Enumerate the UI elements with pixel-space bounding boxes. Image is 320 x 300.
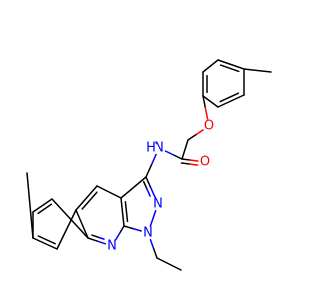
atom-label-background <box>151 197 165 211</box>
atom-label-background <box>198 155 212 169</box>
bond-a8-a9 <box>187 134 197 141</box>
bond-a16-a17-inner <box>124 201 129 223</box>
bond-a24-a25 <box>32 237 58 250</box>
bond-a16-a19 <box>119 225 125 234</box>
bond-a9-a10 <box>181 139 189 160</box>
bond-a25-a21 <box>56 209 77 250</box>
atom-a11-o: O <box>198 155 212 170</box>
atom-label-background <box>144 141 158 155</box>
bond-a10-a12 <box>172 154 183 160</box>
bond-a1-a2 <box>243 68 272 73</box>
bond-a22-a23-inner <box>37 203 53 215</box>
atom-a8-o: O <box>202 119 216 134</box>
atom-a14-n: N <box>151 197 165 212</box>
atom-label-o: O <box>204 119 214 134</box>
bond-a10-a12 <box>164 150 175 156</box>
atom-a12h-h: H <box>144 141 158 156</box>
bond-a10-a11 <box>181 158 191 161</box>
bond-a16-a17 <box>120 197 125 227</box>
bond-a14-a15 <box>149 209 157 228</box>
bond-a5-a8 <box>202 95 207 109</box>
bond-a27-a28 <box>156 257 182 271</box>
bond-a19-a20-inner <box>91 234 99 238</box>
atom-label-background <box>141 226 155 240</box>
bond-a12-a13 <box>150 153 157 167</box>
bond-a21-a18 <box>75 185 98 211</box>
bond-a19-a20 <box>95 240 107 245</box>
bond-a10-a11-second <box>188 163 199 166</box>
bond-a15-a27 <box>152 248 158 259</box>
bond-a15-a27 <box>149 238 155 250</box>
atom-label-n: N <box>143 226 153 241</box>
bond-a5-a8 <box>204 106 209 120</box>
atom-a19-n: N <box>105 239 119 254</box>
bond-a13-a14 <box>145 176 152 189</box>
bond-a6-a7-inner <box>219 92 240 103</box>
bond-a24-a26 <box>26 172 34 239</box>
atom-label-background <box>202 119 216 133</box>
bond-a8-a9 <box>194 129 204 136</box>
atom-label-n: N <box>107 239 117 254</box>
bond-a15-a16 <box>131 227 143 232</box>
bond-a13-a14 <box>149 186 156 199</box>
bond-a16-a19 <box>114 232 121 241</box>
bond-a21-a18-inner <box>81 191 98 210</box>
bond-a19-a20 <box>87 237 98 242</box>
bond-a17-a13 <box>120 176 147 199</box>
atom-label-o: O <box>200 155 210 170</box>
atom-label-background <box>105 239 119 253</box>
bond-a22-a23 <box>32 198 53 213</box>
bond-a2-a3 <box>217 59 245 70</box>
bond-a10-a11-second <box>180 162 191 165</box>
bond-a6-a7 <box>217 94 245 108</box>
bond-a13-a14-inner <box>146 188 151 197</box>
bond-a18-a17 <box>96 185 122 199</box>
bond-a24-a25-inner <box>37 235 56 245</box>
atom-label-h: H <box>146 141 156 156</box>
atom-a15-n: N <box>141 226 155 241</box>
bond-a3-a4 <box>202 59 219 73</box>
bond-a13-a14-inner <box>142 180 148 190</box>
bond-a20-a22 <box>51 198 89 239</box>
bond-a19-a20-inner <box>97 236 105 240</box>
atom-label-n: N <box>154 141 164 156</box>
bond-a5-a6 <box>202 95 219 108</box>
bond-a10-a11 <box>189 159 199 162</box>
atom-label-n: N <box>153 197 163 212</box>
bond-a15-a16 <box>123 225 134 230</box>
bond-a2-a3-inner <box>219 64 240 73</box>
bond-a12-a13 <box>145 164 152 178</box>
bond-a20-a21 <box>75 209 89 239</box>
bond-layer <box>26 59 272 271</box>
